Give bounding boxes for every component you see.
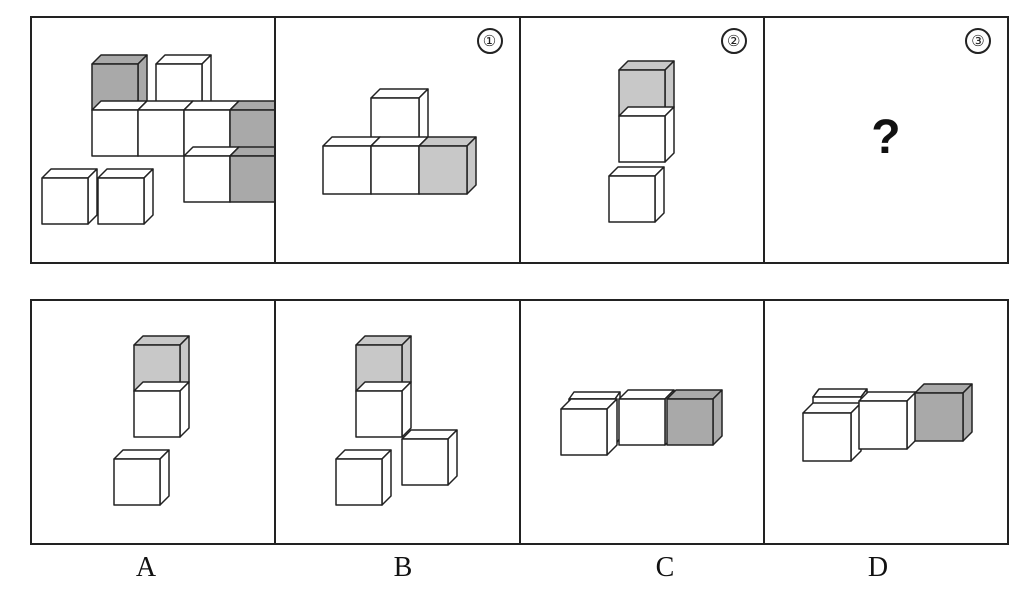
white-cube <box>802 402 862 462</box>
white-cube <box>617 106 675 163</box>
shaded-cube <box>665 389 723 446</box>
option-c-cubes <box>559 389 723 456</box>
cube-front-face <box>355 390 403 438</box>
shaded-cube <box>91 54 148 111</box>
cube-front-face <box>183 155 231 203</box>
option-b-label[interactable]: B <box>393 552 413 583</box>
cube-side-face <box>466 136 477 195</box>
question-row: ① ② ③ ? <box>30 16 1009 264</box>
cube-top-face <box>229 100 275 111</box>
cube-front-face <box>41 177 89 225</box>
reference-panel <box>32 18 277 262</box>
question-mark: ? <box>871 111 901 164</box>
cube-side-face <box>159 449 170 506</box>
cube-front-face <box>802 412 852 462</box>
white-cube <box>335 449 392 506</box>
cube-side-face <box>87 168 98 225</box>
cube-side-face <box>605 398 618 456</box>
cube-front-face <box>418 145 468 195</box>
white-cube <box>559 398 618 456</box>
cube-side-face <box>663 106 675 163</box>
cube-front-face <box>133 390 181 438</box>
option-b-panel[interactable] <box>276 301 521 543</box>
white-cube <box>97 168 154 225</box>
white-cube <box>355 381 412 438</box>
cube-front-face <box>229 109 275 157</box>
cube-front-face <box>617 398 666 446</box>
cube-front-face <box>113 458 161 506</box>
shaded-cube <box>229 146 275 203</box>
shaded-cube <box>355 335 412 392</box>
figure-2-cubes <box>607 60 675 223</box>
figure-1-number: ① <box>476 28 503 54</box>
cube-top-face <box>812 388 868 398</box>
cube-side-face <box>653 166 665 223</box>
figure-1-cubes <box>322 88 477 195</box>
cube-front-face <box>607 175 656 223</box>
cube-front-face <box>137 109 185 157</box>
option-a-panel[interactable] <box>32 301 277 543</box>
option-d-label[interactable]: D <box>867 552 889 583</box>
option-a-cubes <box>113 335 190 506</box>
figure-2-panel: ② <box>521 18 765 262</box>
option-d-panel[interactable] <box>765 301 1007 543</box>
option-d-cubes <box>802 383 973 462</box>
cube-front-face <box>370 145 420 195</box>
cube-top-face <box>567 391 621 400</box>
option-c-panel[interactable] <box>521 301 765 543</box>
cube-front-face <box>335 458 383 506</box>
cube-side-face <box>179 381 190 438</box>
options-row <box>30 299 1009 545</box>
cube-front-face <box>858 400 908 450</box>
option-c-label[interactable]: C <box>655 552 675 583</box>
cube-front-face <box>559 408 608 456</box>
white-cube <box>41 168 98 225</box>
figure-3-number: ③ <box>965 28 991 54</box>
white-cube <box>401 429 458 486</box>
figure-3-panel: ③ ? <box>765 18 1007 262</box>
cube-front-face <box>322 145 372 195</box>
shaded-cube <box>914 383 973 442</box>
cube-front-face <box>401 438 449 486</box>
cube-side-face <box>401 381 412 438</box>
white-cube <box>617 389 675 446</box>
figure-2-number: ② <box>720 28 747 54</box>
cube-front-face <box>97 177 145 225</box>
cube-front-face <box>665 398 714 446</box>
figure-1-panel: ① <box>276 18 521 262</box>
white-cube <box>370 88 429 147</box>
cube-front-face <box>91 109 139 157</box>
reference-cube-figure <box>41 54 275 225</box>
option-b-cubes <box>335 335 458 506</box>
white-cube <box>607 166 665 223</box>
option-a-label[interactable]: A <box>135 552 157 583</box>
cube-front-face <box>914 392 964 442</box>
cube-top-face <box>229 146 275 157</box>
shaded-cube <box>229 100 275 157</box>
cube-front-face <box>617 115 666 163</box>
white-cube <box>858 391 917 450</box>
white-cube <box>113 449 170 506</box>
cube-side-face <box>447 429 458 486</box>
white-cube <box>133 381 190 438</box>
shaded-cube <box>418 136 477 195</box>
cube-side-face <box>143 168 154 225</box>
cube-side-face <box>711 389 723 446</box>
cube-side-face <box>962 383 973 442</box>
cube-side-face <box>381 449 392 506</box>
shaded-cube <box>133 335 190 392</box>
cube-front-face <box>229 155 275 203</box>
